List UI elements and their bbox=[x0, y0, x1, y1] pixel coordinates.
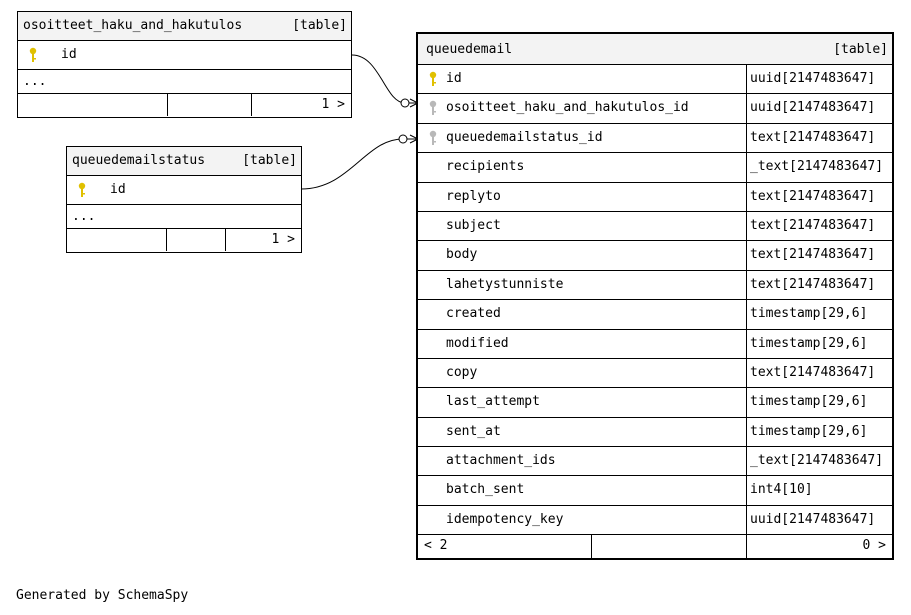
column-row-lahetystunniste[interactable]: lahetystunniste text[2147483647] bbox=[418, 270, 892, 301]
column-row-id[interactable]: id uuid[2147483647] bbox=[418, 65, 892, 95]
column-name: osoitteet_haku_and_hakutulos_id bbox=[446, 100, 689, 116]
primary-key-icon bbox=[429, 71, 437, 86]
column-type: text[2147483647] bbox=[750, 217, 876, 233]
table-footer: 1 > bbox=[18, 94, 351, 116]
column-name: attachment_ids bbox=[446, 453, 556, 469]
generated-by-footer: Generated by SchemaSpy bbox=[16, 588, 189, 603]
column-row-copy[interactable]: copy text[2147483647] bbox=[418, 358, 892, 389]
ellipsis-text: ... bbox=[72, 209, 96, 224]
column-row-idempotency-key[interactable]: idempotency_key uuid[2147483647] bbox=[418, 505, 892, 536]
column-name: replyto bbox=[446, 188, 501, 204]
column-name: copy bbox=[446, 364, 478, 380]
column-type: uuid[2147483647] bbox=[750, 71, 876, 86]
table-name: queuedemailstatus bbox=[72, 153, 206, 168]
edge-haku-to-queuedemail bbox=[351, 54, 406, 104]
column-type: text[2147483647] bbox=[750, 364, 876, 380]
column-name: created bbox=[446, 306, 501, 322]
edge-haku-optional-marker bbox=[400, 98, 410, 108]
column-type: uuid[2147483647] bbox=[750, 100, 876, 116]
column-row-created[interactable]: created timestamp[29,6] bbox=[418, 300, 892, 330]
table-name: queuedemail bbox=[426, 42, 513, 57]
column-type: timestamp[29,6] bbox=[750, 335, 868, 351]
parents-count[interactable]: < 2 bbox=[424, 538, 448, 554]
primary-key-icon bbox=[78, 182, 86, 197]
foreign-key-icon bbox=[429, 101, 437, 116]
table-kind: [table] bbox=[833, 42, 888, 57]
column-type: uuid[2147483647] bbox=[750, 511, 876, 527]
table-footer: 1 > bbox=[67, 229, 301, 251]
ellipsis-text: ... bbox=[23, 74, 47, 89]
column-row-subject[interactable]: subject text[2147483647] bbox=[418, 211, 892, 242]
column-type: _text[2147483647] bbox=[750, 159, 884, 175]
column-row-attachment-ids[interactable]: attachment_ids _text[2147483647] bbox=[418, 447, 892, 477]
column-type: text[2147483647] bbox=[750, 129, 876, 145]
column-row-batch-sent[interactable]: batch_sent int4[10] bbox=[418, 476, 892, 506]
column-name: lahetystunniste bbox=[446, 276, 564, 292]
table-osoitteet-haku-and-hakutulos[interactable]: osoitteet_haku_and_hakutulos [table] id … bbox=[17, 11, 352, 118]
table-header: osoitteet_haku_and_hakutulos [table] bbox=[18, 12, 351, 41]
column-row-recipients[interactable]: recipients _text[2147483647] bbox=[418, 153, 892, 183]
table-header: queuedemailstatus [table] bbox=[67, 147, 301, 176]
column-type: timestamp[29,6] bbox=[750, 306, 868, 322]
column-name: body bbox=[446, 247, 478, 263]
table-queuedemailstatus[interactable]: queuedemailstatus [table] id ... 1 > bbox=[66, 146, 302, 253]
column-row-last-attempt[interactable]: last_attempt timestamp[29,6] bbox=[418, 388, 892, 418]
edge-status-to-queuedemail bbox=[300, 138, 404, 190]
column-row-id[interactable]: id bbox=[18, 41, 351, 70]
column-name: id bbox=[61, 47, 77, 62]
primary-key-icon bbox=[29, 47, 37, 62]
column-type: _text[2147483647] bbox=[750, 453, 884, 469]
column-type: int4[10] bbox=[750, 482, 813, 498]
column-type: text[2147483647] bbox=[750, 276, 876, 292]
table-name: osoitteet_haku_and_hakutulos bbox=[23, 18, 243, 33]
foreign-key-icon bbox=[429, 130, 437, 145]
column-name: subject bbox=[446, 217, 501, 233]
children-count[interactable]: 1 > bbox=[321, 97, 345, 112]
column-name: queuedemailstatus_id bbox=[446, 129, 603, 145]
column-name: id bbox=[446, 71, 462, 86]
table-kind: [table] bbox=[292, 18, 347, 33]
column-row-sent-at[interactable]: sent_at timestamp[29,6] bbox=[418, 417, 892, 448]
column-name: modified bbox=[446, 335, 509, 351]
column-row-id[interactable]: id bbox=[67, 176, 301, 205]
column-type: text[2147483647] bbox=[750, 188, 876, 204]
column-name: batch_sent bbox=[446, 482, 525, 498]
column-name: last_attempt bbox=[446, 394, 540, 410]
column-row-replyto[interactable]: replyto text[2147483647] bbox=[418, 182, 892, 212]
table-kind: [table] bbox=[242, 153, 297, 168]
table-header: queuedemail [table] bbox=[418, 34, 892, 65]
more-columns-ellipsis: ... bbox=[67, 205, 301, 229]
column-row-osoitteet-haku-and-hakutulos-id[interactable]: osoitteet_haku_and_hakutulos_id uuid[2147… bbox=[418, 94, 892, 124]
children-count[interactable]: 1 > bbox=[271, 232, 295, 247]
column-row-queuedemailstatus-id[interactable]: queuedemailstatus_id text[2147483647] bbox=[418, 123, 892, 154]
children-count[interactable]: 0 > bbox=[862, 538, 886, 554]
edge-status-optional-marker bbox=[398, 134, 408, 144]
column-name: recipients bbox=[446, 159, 525, 175]
column-name: sent_at bbox=[446, 423, 501, 439]
column-name: id bbox=[110, 182, 126, 197]
more-columns-ellipsis: ... bbox=[18, 70, 351, 94]
column-row-modified[interactable]: modified timestamp[29,6] bbox=[418, 329, 892, 359]
column-type: timestamp[29,6] bbox=[750, 394, 868, 410]
column-type: timestamp[29,6] bbox=[750, 423, 868, 439]
column-row-body[interactable]: body text[2147483647] bbox=[418, 241, 892, 271]
table-footer: < 2 0 > bbox=[418, 535, 892, 560]
column-name: idempotency_key bbox=[446, 511, 564, 527]
column-type: text[2147483647] bbox=[750, 247, 876, 263]
